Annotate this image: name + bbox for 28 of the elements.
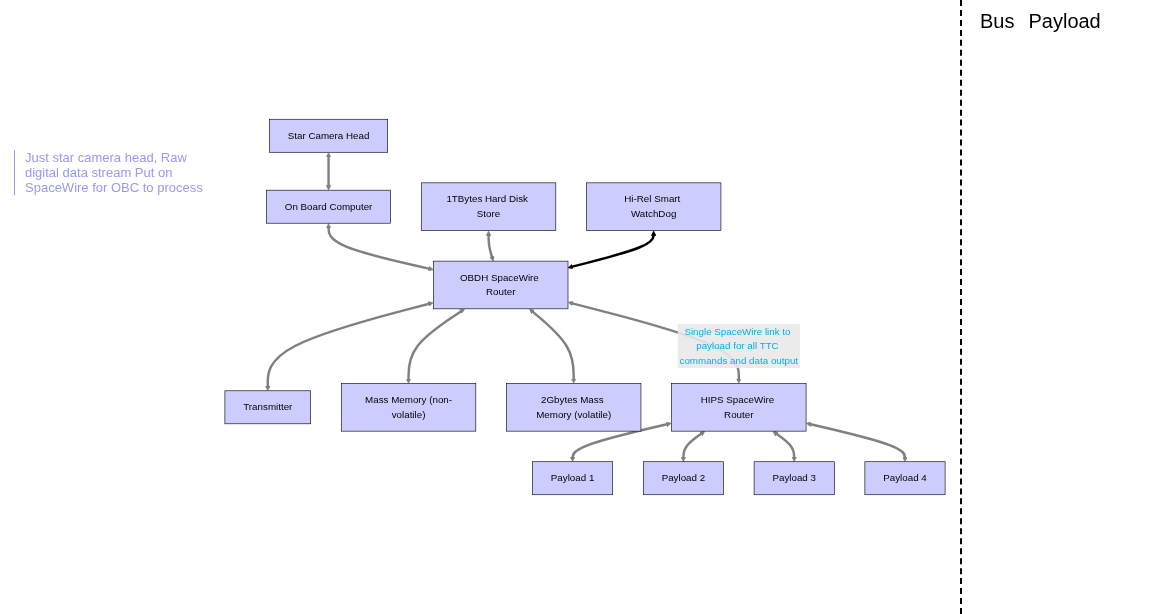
arrow: [405, 308, 465, 384]
arrow: [806, 421, 908, 462]
node-box: On Board Computer: [266, 189, 391, 224]
section-label: Payload: [1028, 10, 1101, 32]
node-box: Hi-Rel Smart WatchDog: [586, 182, 722, 231]
node-box: Payload 3: [753, 461, 835, 496]
arrow: [772, 431, 797, 462]
node-box: 1TBytes Hard Disk Store: [420, 182, 557, 231]
node-box: OBDH SpaceWire Router: [433, 260, 569, 310]
arrow: [265, 301, 434, 392]
arrow: [325, 152, 332, 191]
section-label: Bus: [980, 10, 1015, 32]
arrow: [529, 308, 577, 384]
arrow: [485, 230, 495, 262]
arrow: [680, 431, 706, 462]
node-box: Transmitter: [224, 390, 311, 425]
node-box: Star Camera Head: [269, 118, 388, 153]
arrow: [567, 230, 657, 270]
note-text: Just star camera head, Raw digital data stream Put on SpaceWire for OBC to process: [14, 150, 215, 195]
node-box: Mass Memory (non-volatile): [340, 383, 477, 432]
node-box: Payload 2: [643, 461, 724, 496]
node-box: Payload 1: [532, 461, 613, 496]
node-box: 2Gbytes Mass Memory (volatile): [506, 383, 642, 432]
edge-label: Single SpaceWire link to payload for all TTC commands and data output: [679, 325, 799, 366]
arrow: [325, 223, 434, 272]
node-box: Payload 4: [864, 461, 946, 496]
node-box: HIPS SpaceWire Router: [671, 383, 807, 432]
arrow: [569, 421, 672, 462]
